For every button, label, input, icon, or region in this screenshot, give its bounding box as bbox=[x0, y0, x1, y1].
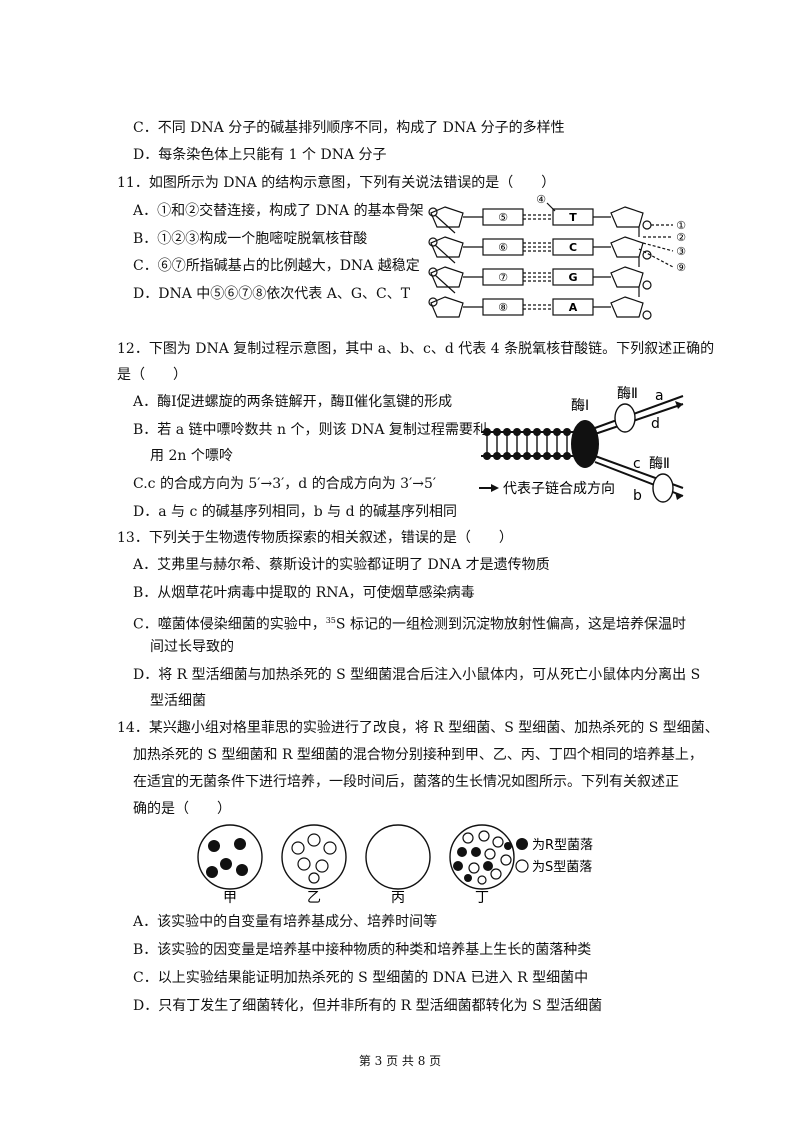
legend-s-type: 为S型菌落 bbox=[532, 860, 592, 875]
enzyme2-bottom-label: 酶Ⅱ bbox=[649, 456, 670, 472]
q12-option-b-line2: 用 2n 个嘌呤 bbox=[150, 448, 233, 464]
q13-option-b: B．从烟草花叶病毒中提取的 RNA，可使烟草感染病毒 bbox=[133, 585, 475, 601]
strand-b-label: b bbox=[633, 488, 642, 504]
q13-option-d-line1: D．将 R 型活细菌与加热杀死的 S 型细菌混合后注入小鼠体内，可从死亡小鼠体内… bbox=[133, 667, 701, 683]
marker-1: ① bbox=[676, 219, 686, 232]
q12-stem-line2: 是（ ） bbox=[117, 367, 187, 383]
q13-stem: 13．下列关于生物遗传物质探索的相关叙述，错误的是（ ） bbox=[117, 530, 513, 546]
marker-3: ③ bbox=[676, 245, 686, 258]
base-label-6: ⑥ bbox=[498, 241, 508, 254]
plate-label-bing: 丙 bbox=[391, 890, 405, 904]
q14-stem-line2: 加热杀死的 S 型细菌和 R 型细菌的混合物分别接种到甲、乙、丙、丁四个相同的培… bbox=[133, 747, 703, 763]
q12-option-b-line1: B．若 a 链中嘌呤数共 n 个，则该 DNA 复制过程需要利 bbox=[133, 422, 487, 438]
base-letter-t: T bbox=[569, 211, 577, 224]
page-number: 第 3 页 共 8 页 bbox=[358, 1054, 442, 1068]
q14-stem-line4: 确的是（ ） bbox=[133, 801, 231, 817]
strand-c-label: c bbox=[633, 456, 641, 472]
enzyme2-top-label: 酶Ⅱ bbox=[617, 386, 638, 402]
plate-label-yi: 乙 bbox=[307, 890, 321, 904]
q12-stem-line1: 12．下图为 DNA 复制过程示意图，其中 a、b、c、d 代表 4 条脱氧核苷… bbox=[117, 341, 715, 357]
q12-option-d: D．a 与 c 的碱基序列相同，b 与 d 的碱基序列相同 bbox=[133, 504, 458, 520]
q14-option-c: C．以上实验结果能证明加热杀死的 S 型细菌的 DNA 已进入 R 型细菌中 bbox=[133, 970, 589, 986]
q11-option-c: C．⑥⑦所指碱基占的比例越大，DNA 越稳定 bbox=[133, 258, 420, 274]
plate-label-ding: 丁 bbox=[475, 890, 489, 904]
q14-option-b: B．该实验的因变量是培养基中接种物质的种类和培养基上生长的菌落种类 bbox=[133, 942, 592, 958]
base-label-7: ⑦ bbox=[498, 271, 508, 284]
marker-4: ④ bbox=[536, 193, 546, 206]
q13-option-c-line2: 间过长导致的 bbox=[150, 639, 234, 655]
q13-option-c-line1: C．噬菌体侵染细菌的实验中，35S 标记的一组检测到沉淀物放射性偏高，这是培养保… bbox=[133, 616, 686, 633]
base-label-8: ⑧ bbox=[498, 301, 508, 314]
culture-plates-figure: 为R型菌落 为S型菌落 甲 乙 丙 丁 bbox=[197, 824, 593, 904]
dna-structure-diagram: ⑤ ⑥ ⑦ ⑧ T C G A ④ ① ② ③ ⑨ bbox=[428, 193, 686, 320]
q12-option-a: A．酶Ⅰ促进螺旋的两条链解开，酶Ⅱ催化氢键的形成 bbox=[133, 394, 453, 410]
base-letter-g: G bbox=[568, 271, 577, 284]
strand-a-label: a bbox=[655, 388, 664, 404]
q10-option-c: C．不同 DNA 分子的碱基排列顺序不同，构成了 DNA 分子的多样性 bbox=[133, 120, 565, 136]
legend-r-type: 为R型菌落 bbox=[532, 838, 593, 853]
q11-stem: 11．如图所示为 DNA 的结构示意图，下列有关说法错误的是（ ） bbox=[117, 175, 556, 191]
enzyme1-label: 酶Ⅰ bbox=[571, 398, 589, 414]
marker-9: ⑨ bbox=[676, 261, 686, 274]
dna-replication-diagram: 酶Ⅰ 酶Ⅱ a d c 酶Ⅱ b 代表子链合成方向 bbox=[479, 386, 684, 504]
synthesis-direction-legend: 代表子链合成方向 bbox=[503, 481, 615, 497]
q10-option-d: D．每条染色体上只能有 1 个 DNA 分子 bbox=[133, 147, 387, 163]
q12-option-c: C.c 的合成方向为 5′→3′，d 的合成方向为 3′→5′ bbox=[133, 476, 437, 492]
plate-label-jia: 甲 bbox=[223, 890, 237, 904]
q13-option-d-line2: 型活细菌 bbox=[150, 693, 206, 709]
q11-option-a: A．①和②交替连接，构成了 DNA 的基本骨架 bbox=[133, 203, 424, 219]
q11-option-d: D．DNA 中⑤⑥⑦⑧依次代表 A、G、C、T bbox=[133, 286, 411, 302]
q14-stem-line3: 在适宜的无菌条件下进行培养，一段时间后，菌落的生长情况如图所示。下列有关叙述正 bbox=[133, 774, 679, 790]
base-label-5: ⑤ bbox=[498, 211, 508, 224]
base-letter-c: C bbox=[569, 241, 577, 254]
q14-stem-line1: 14．某兴趣小组对格里菲思的实验进行了改良，将 R 型细菌、S 型细菌、加热杀死… bbox=[117, 720, 719, 736]
q14-option-a: A．该实验中的自变量有培养基成分、培养时间等 bbox=[133, 914, 438, 930]
strand-d-label: d bbox=[651, 416, 660, 432]
q14-option-d: D．只有丁发生了细菌转化，但并非所有的 R 型活细菌都转化为 S 型活细菌 bbox=[133, 998, 603, 1014]
marker-2: ② bbox=[676, 231, 686, 244]
q13-option-a: A．艾弗里与赫尔希、蔡斯设计的实验都证明了 DNA 才是遗传物质 bbox=[133, 557, 550, 573]
q11-option-b: B．①②③构成一个胞嘧啶脱氧核苷酸 bbox=[133, 231, 368, 247]
base-letter-a: A bbox=[569, 301, 578, 314]
